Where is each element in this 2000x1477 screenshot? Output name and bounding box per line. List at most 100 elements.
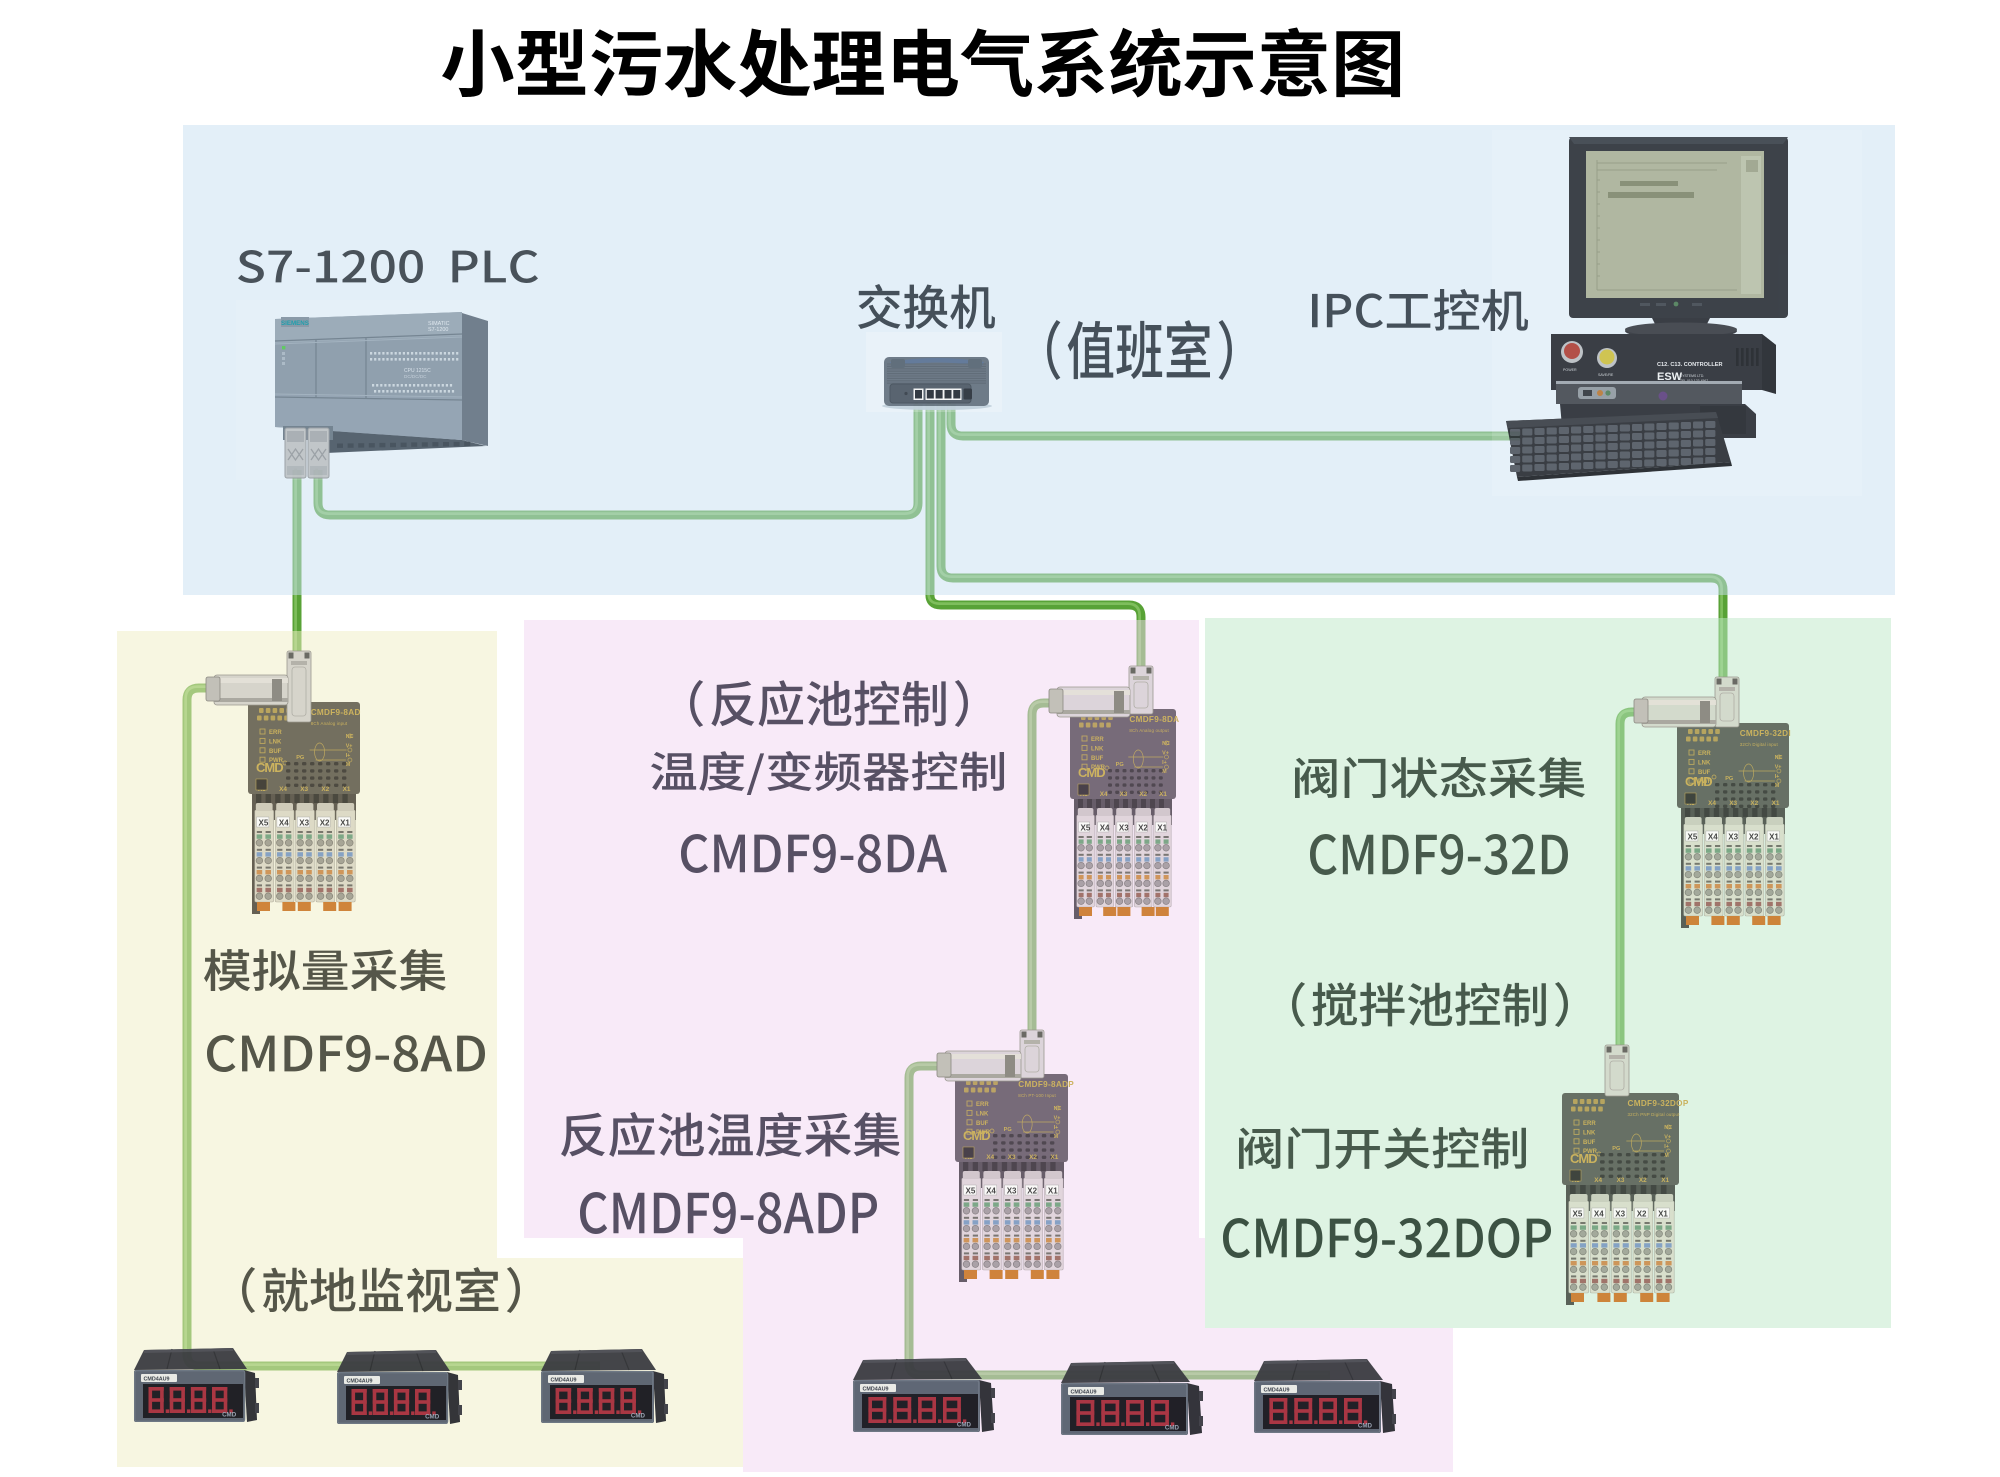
svg-text:M: M xyxy=(1054,1134,1059,1140)
svg-text:BUF: BUF xyxy=(269,749,282,755)
svg-text:I+: I+ xyxy=(1054,1125,1059,1131)
svg-text:32Ch PNP Digital output: 32Ch PNP Digital output xyxy=(1628,1112,1681,1117)
svg-text:X3: X3 xyxy=(1617,1177,1625,1184)
svg-text:X5: X5 xyxy=(1573,1210,1583,1219)
svg-text:CMDF9-32DI: CMDF9-32DI xyxy=(1740,729,1791,738)
svg-text:V+: V+ xyxy=(1775,764,1782,770)
svg-text:SIMATIC: SIMATIC xyxy=(428,321,450,327)
svg-text:X2: X2 xyxy=(320,819,330,828)
svg-text:I+: I+ xyxy=(1664,1144,1669,1150)
svg-text:X5: X5 xyxy=(1081,824,1091,833)
svg-text:PG: PG xyxy=(296,755,304,761)
svg-text:X4: X4 xyxy=(986,1187,996,1196)
svg-text:SAVE/RE: SAVE/RE xyxy=(1598,373,1614,377)
svg-text:S7-1200: S7-1200 xyxy=(428,327,448,333)
svg-text:PWR: PWR xyxy=(1091,765,1106,771)
svg-text:PWR: PWR xyxy=(1698,779,1713,785)
svg-text:NC: NC xyxy=(1054,1106,1062,1112)
svg-text:X1: X1 xyxy=(340,819,350,828)
svg-text:LNK: LNK xyxy=(1698,760,1711,766)
svg-text:NC: NC xyxy=(1162,741,1170,747)
svg-text:CMD: CMD xyxy=(1165,1425,1180,1432)
svg-text:C12. C13. CONTROLLER: C12. C13. CONTROLLER xyxy=(1657,362,1723,368)
svg-text:ERR: ERR xyxy=(269,730,282,736)
svg-text:M: M xyxy=(1162,769,1167,775)
svg-text:X3: X3 xyxy=(300,786,308,793)
svg-text:X5: X5 xyxy=(966,1187,976,1196)
svg-text:X5: X5 xyxy=(1688,833,1698,842)
svg-text:ERR: ERR xyxy=(976,1102,989,1108)
svg-text:DC/DC/DC: DC/DC/DC xyxy=(404,374,427,379)
svg-text:CMD: CMD xyxy=(1685,774,1712,789)
svg-text:8Ch Analog output: 8Ch Analog output xyxy=(1129,728,1169,733)
svg-text:X2: X2 xyxy=(1027,1187,1037,1196)
svg-text:V+: V+ xyxy=(346,743,353,749)
svg-text:CPU 1215C: CPU 1215C xyxy=(404,368,431,374)
svg-text:CMD4AU9: CMD4AU9 xyxy=(1071,1389,1097,1395)
svg-text:ERR: ERR xyxy=(1091,737,1104,743)
svg-text:SYSTEMS LTD.: SYSTEMS LTD. xyxy=(1680,374,1704,378)
svg-text:X4: X4 xyxy=(279,819,289,828)
svg-text:V+: V+ xyxy=(1162,750,1169,756)
svg-text:BUF: BUF xyxy=(1091,756,1104,762)
svg-text:X4: X4 xyxy=(1708,800,1716,807)
svg-text:LNK: LNK xyxy=(976,1111,989,1117)
svg-text:M: M xyxy=(346,762,351,768)
svg-text:X1: X1 xyxy=(343,786,351,793)
svg-text:CMD: CMD xyxy=(1358,1423,1373,1430)
svg-text:CMD: CMD xyxy=(1570,1151,1597,1166)
svg-text:CMDF9-8AD: CMDF9-8AD xyxy=(311,708,361,717)
svg-text:8Ch Analog input: 8Ch Analog input xyxy=(311,721,348,726)
svg-text:X2: X2 xyxy=(1139,791,1147,798)
svg-text:NC: NC xyxy=(1775,755,1783,761)
svg-text:BUF: BUF xyxy=(1583,1140,1596,1146)
svg-text:ESW: ESW xyxy=(1657,371,1683,383)
svg-text:I+: I+ xyxy=(1162,760,1167,766)
svg-text:CMD: CMD xyxy=(963,1128,990,1143)
svg-text:CMD4AU9: CMD4AU9 xyxy=(551,1377,577,1383)
svg-text:NC: NC xyxy=(1664,1125,1672,1131)
svg-text:CMD4AU9: CMD4AU9 xyxy=(144,1376,170,1382)
svg-text:LNK: LNK xyxy=(269,739,282,745)
svg-text:X2: X2 xyxy=(1750,800,1758,807)
svg-text:X4: X4 xyxy=(1594,1210,1604,1219)
svg-text:X5: X5 xyxy=(259,819,269,828)
svg-text:M: M xyxy=(1775,783,1780,789)
svg-text:PG: PG xyxy=(1725,776,1733,782)
svg-text:CMD: CMD xyxy=(631,1413,646,1420)
svg-text:PWR: PWR xyxy=(1583,1149,1598,1155)
svg-text:I+: I+ xyxy=(1775,774,1780,780)
svg-text:X4: X4 xyxy=(986,1154,994,1161)
svg-text:POWER: POWER xyxy=(1563,368,1577,372)
svg-text:X1: X1 xyxy=(1769,833,1779,842)
svg-text:X1: X1 xyxy=(1051,1154,1059,1161)
svg-text:BUF: BUF xyxy=(1698,770,1711,776)
svg-text:32Ch Digital input: 32Ch Digital input xyxy=(1740,742,1779,747)
svg-text:X2: X2 xyxy=(1138,824,1148,833)
svg-text:PG: PG xyxy=(1004,1127,1012,1133)
svg-text:X3: X3 xyxy=(1119,824,1129,833)
svg-text:V+: V+ xyxy=(1054,1115,1061,1121)
svg-text:PG: PG xyxy=(1612,1146,1620,1152)
svg-text:ERR: ERR xyxy=(1583,1121,1596,1127)
svg-text:X4: X4 xyxy=(1708,833,1718,842)
svg-text:X2: X2 xyxy=(1637,1210,1647,1219)
svg-text:SIEMENS: SIEMENS xyxy=(281,320,309,327)
svg-text:X1: X1 xyxy=(1048,1187,1058,1196)
svg-text:LNK: LNK xyxy=(1091,746,1104,752)
svg-text:CMD: CMD xyxy=(425,1414,440,1421)
svg-text:CMD4AU9: CMD4AU9 xyxy=(1264,1387,1290,1393)
svg-text:BUF: BUF xyxy=(976,1121,989,1127)
svg-text:X2: X2 xyxy=(1029,1154,1037,1161)
svg-text:X1: X1 xyxy=(1772,800,1780,807)
svg-text:V+: V+ xyxy=(1664,1134,1671,1140)
svg-text:X3: X3 xyxy=(1728,833,1738,842)
svg-text:X3: X3 xyxy=(299,819,309,828)
svg-text:CMDF9-8ADP: CMDF9-8ADP xyxy=(1018,1080,1074,1089)
svg-text:LNK: LNK xyxy=(1583,1130,1596,1136)
svg-text:X3: X3 xyxy=(1729,800,1737,807)
svg-text:CMD: CMD xyxy=(222,1412,237,1419)
svg-text:8Ch PT-100 Input: 8Ch PT-100 Input xyxy=(1018,1093,1056,1098)
svg-text:CMD: CMD xyxy=(1078,765,1105,780)
svg-text:CMD4AU9: CMD4AU9 xyxy=(863,1386,889,1392)
